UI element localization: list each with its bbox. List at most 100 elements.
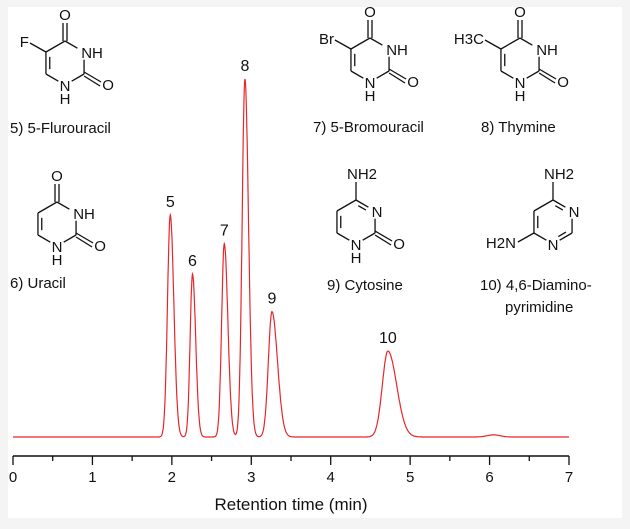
atom-n3: NH (386, 42, 408, 59)
atom-sub: F (20, 34, 29, 51)
atom-n1: N (365, 75, 376, 92)
atom-n3: NH (81, 45, 103, 62)
bond (64, 40, 78, 49)
x-tick-label: 6 (485, 469, 493, 486)
atom-c2-oxygen: O (407, 74, 419, 91)
peak-label-8: 8 (240, 58, 249, 75)
bond (558, 231, 567, 238)
atom-c2-oxygen: O (557, 74, 569, 91)
atom-n3: NH (73, 206, 95, 223)
compound-label-7: 7) 5-Bromouracil (313, 119, 424, 136)
bond (554, 205, 564, 211)
bond (552, 199, 566, 208)
atom-n1: N (515, 75, 526, 92)
compound-label-6: 6) Uracil (10, 275, 66, 292)
bond (37, 201, 58, 214)
atom-sub: H2N (486, 235, 516, 252)
x-tick-label: 0 (9, 469, 17, 486)
atom-sub: H3C (454, 31, 484, 48)
bond (533, 199, 554, 212)
bond (334, 39, 352, 50)
compound-label-8: 8) Thymine (481, 119, 556, 136)
atom-sub: Br (319, 31, 334, 48)
atom-n3: NH (536, 42, 558, 59)
x-tick-label: 2 (168, 469, 176, 486)
x-tick-label: 1 (88, 469, 96, 486)
bond (75, 232, 94, 244)
bond (336, 232, 350, 241)
x-tick-label: 4 (327, 469, 335, 486)
bond (538, 72, 556, 84)
peak-label-7: 7 (220, 223, 229, 240)
atom-h: H (52, 252, 63, 269)
x-tick-label: 5 (406, 469, 414, 486)
bond (533, 232, 547, 241)
structure-thymine: O NH NH O H3C (454, 4, 569, 105)
atom-n3: N (372, 204, 383, 221)
structure-5-fluorouracil: O NH NH O F (20, 7, 114, 108)
compound-label-10-line2: pyrimidine (505, 299, 574, 316)
bond (45, 40, 66, 53)
bond (63, 234, 77, 243)
atom-h: H (515, 88, 526, 105)
peak-label-5: 5 (166, 194, 175, 211)
bond (75, 236, 93, 248)
atom-h: H (365, 88, 376, 105)
bond (45, 73, 59, 82)
atom-top: NH2 (544, 166, 574, 183)
atom-top: O (59, 7, 71, 24)
atom-n1: N (60, 78, 71, 95)
bond (500, 70, 514, 79)
chart-panel (8, 7, 622, 518)
bond (388, 72, 406, 84)
bond (369, 37, 383, 46)
bond (538, 68, 557, 80)
bond (519, 37, 533, 46)
atom-top: O (364, 4, 376, 21)
structure-uracil: O NH NH O (37, 168, 106, 269)
bond (83, 75, 101, 87)
bond (350, 70, 364, 79)
bond (37, 234, 51, 243)
bond (500, 37, 521, 50)
bond (559, 232, 573, 241)
bond (355, 199, 369, 208)
bond (374, 230, 393, 242)
compound-label-9: 9) Cytosine (327, 277, 403, 294)
x-tick-label: 3 (247, 469, 255, 486)
bond (83, 71, 102, 83)
x-axis-title: Retention time (min) (214, 495, 367, 514)
peak-label-9: 9 (267, 291, 276, 308)
bond (71, 73, 85, 82)
bond (350, 37, 371, 50)
structure-5-bromouracil: O NH NH O Br (319, 4, 419, 105)
bond (526, 70, 540, 79)
bond (357, 205, 367, 211)
bond (29, 42, 47, 53)
atom-n1: N (52, 239, 63, 256)
atom-h: H (60, 91, 71, 108)
compound-label-10: 10) 4,6-Diamino- (480, 277, 592, 294)
peak-label-10: 10 (379, 330, 397, 347)
atom-n3: N (569, 204, 580, 221)
bond (517, 232, 535, 243)
atom-c2-oxygen: O (94, 238, 106, 255)
bond (376, 70, 390, 79)
atom-top: O (514, 4, 526, 21)
atom-top: NH2 (347, 166, 377, 183)
atom-top: O (51, 168, 63, 185)
bond (336, 199, 357, 212)
bond (388, 68, 407, 80)
atom-c2-oxygen: O (102, 77, 114, 94)
atom-n1: N (351, 237, 362, 254)
x-tick-label: 7 (565, 469, 573, 486)
bond (374, 234, 392, 246)
bond (56, 201, 70, 210)
atom-h: H (351, 250, 362, 267)
chromatogram-trace (13, 78, 569, 438)
compound-label-5: 5) 5-Flurouracil (10, 120, 111, 137)
peak-label-6: 6 (188, 253, 197, 270)
